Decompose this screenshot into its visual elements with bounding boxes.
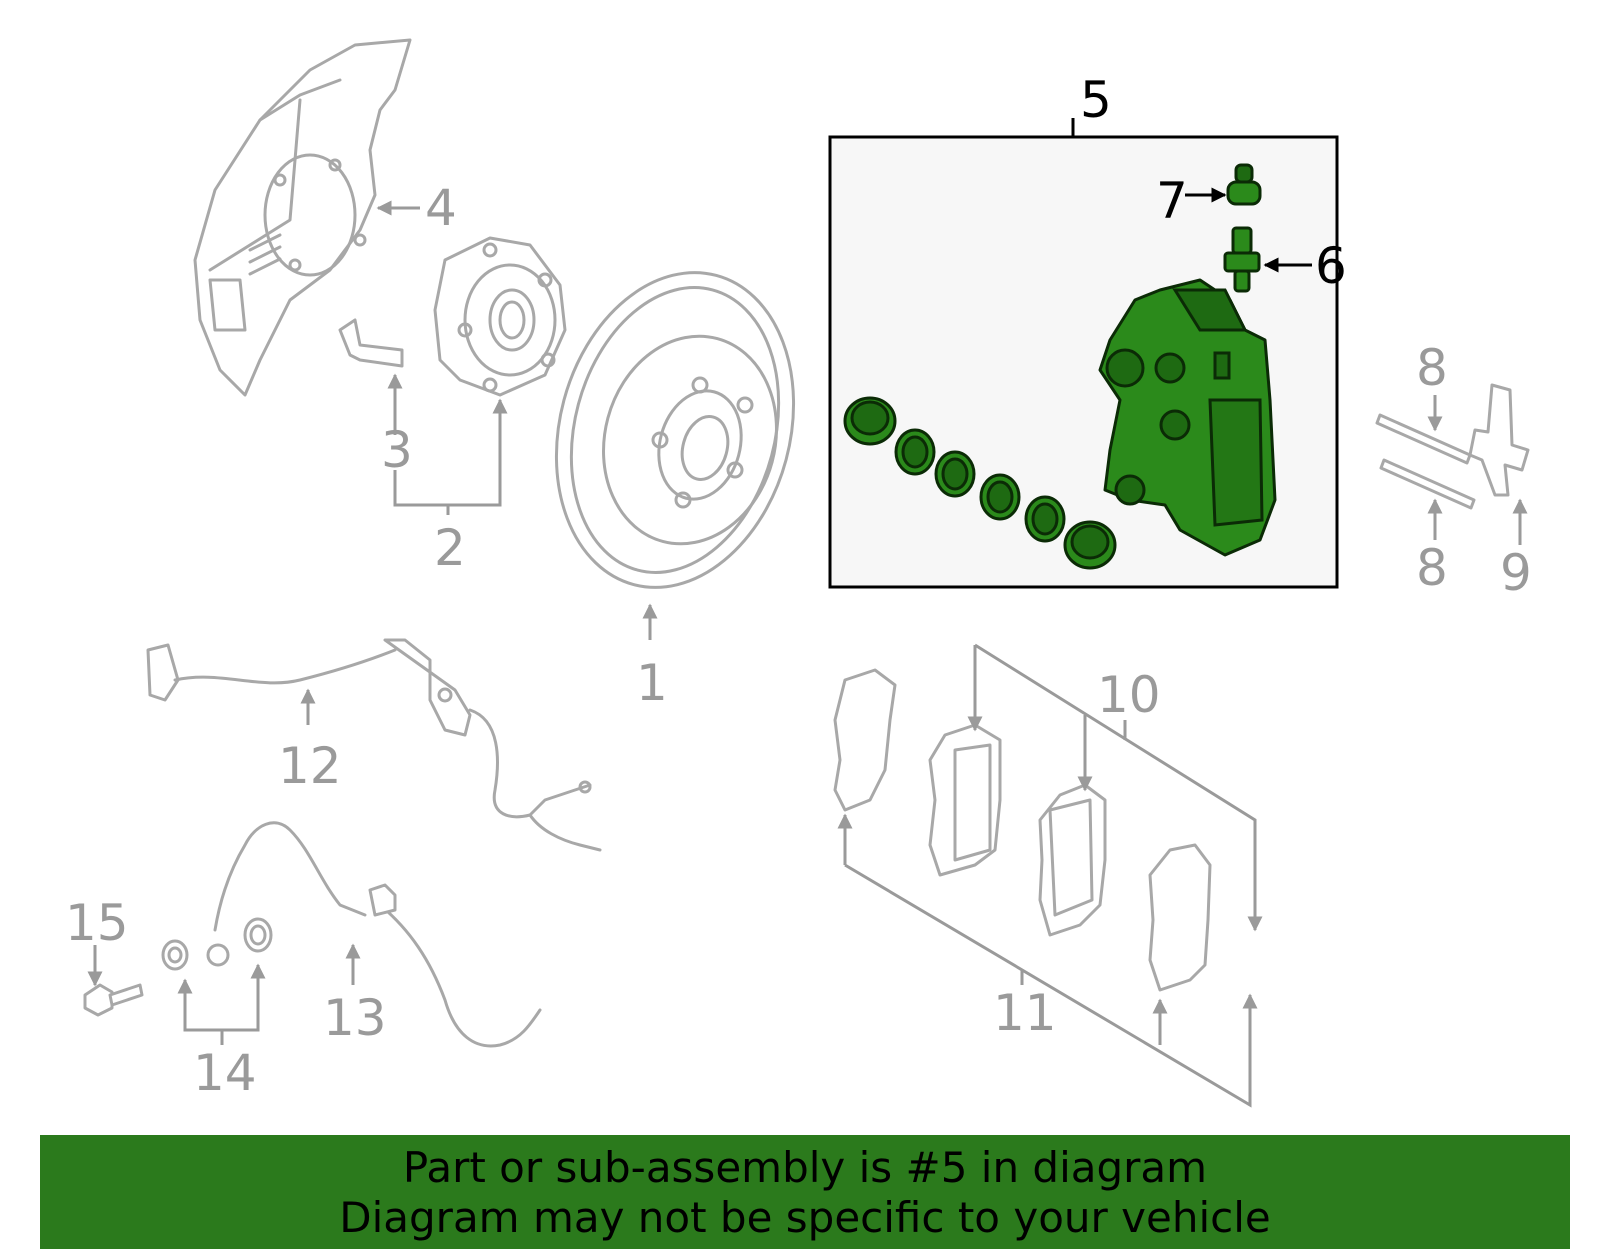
callout-4[interactable]: 4 xyxy=(425,179,457,237)
callout-7[interactable]: 7 xyxy=(1156,172,1188,230)
callout-labels: 1 2 3 4 5 6 7 8 8 9 10 11 12 13 14 15 xyxy=(65,71,1532,1102)
callout-5[interactable]: 5 xyxy=(1080,71,1112,129)
leader-lines xyxy=(87,200,1528,1108)
caliper-pistons xyxy=(843,396,1117,570)
callout-12[interactable]: 12 xyxy=(278,737,342,795)
banjo-bolt-part-15[interactable] xyxy=(83,983,144,1017)
wheel-speed-sensor-part-12[interactable] xyxy=(146,638,602,852)
info-banner: Part or sub-assembly is #5 in diagram Di… xyxy=(40,1135,1570,1249)
dust-shield-part-4[interactable] xyxy=(193,38,412,397)
caliper-pins-part-8[interactable] xyxy=(1375,413,1476,510)
box-leader-lines xyxy=(1185,187,1312,273)
banner-line-1: Part or sub-assembly is #5 in diagram xyxy=(402,1143,1208,1192)
hub-assembly-part-2[interactable] xyxy=(433,236,567,397)
bleeder-cap-part-7[interactable] xyxy=(1226,163,1262,206)
banner-line-2: Diagram may not be specific to your vehi… xyxy=(339,1193,1271,1242)
bleeder-screw-part-6[interactable] xyxy=(1223,226,1261,293)
washers-part-14[interactable] xyxy=(161,917,273,971)
callout-3[interactable]: 3 xyxy=(381,421,413,479)
callout-1[interactable]: 1 xyxy=(636,654,668,712)
brake-caliper-body xyxy=(1098,278,1277,557)
callout-10[interactable]: 10 xyxy=(1097,666,1161,724)
callout-6[interactable]: 6 xyxy=(1315,237,1347,295)
callout-13[interactable]: 13 xyxy=(323,989,387,1047)
callout-2[interactable]: 2 xyxy=(434,519,466,577)
callout-8-top[interactable]: 8 xyxy=(1416,339,1448,397)
anti-rattle-clip-part-9[interactable] xyxy=(1468,383,1530,497)
hub-bolt-part-3[interactable] xyxy=(338,318,404,368)
brake-pads-part-10-11[interactable] xyxy=(833,668,1212,992)
brake-hose-part-13[interactable] xyxy=(206,821,542,1048)
callout-14[interactable]: 14 xyxy=(193,1044,257,1102)
callout-8-bottom[interactable]: 8 xyxy=(1416,539,1448,597)
callout-15[interactable]: 15 xyxy=(65,894,129,952)
brake-rotor-part-1[interactable] xyxy=(523,246,828,615)
callout-9[interactable]: 9 xyxy=(1500,544,1532,602)
callout-11[interactable]: 11 xyxy=(993,984,1057,1042)
